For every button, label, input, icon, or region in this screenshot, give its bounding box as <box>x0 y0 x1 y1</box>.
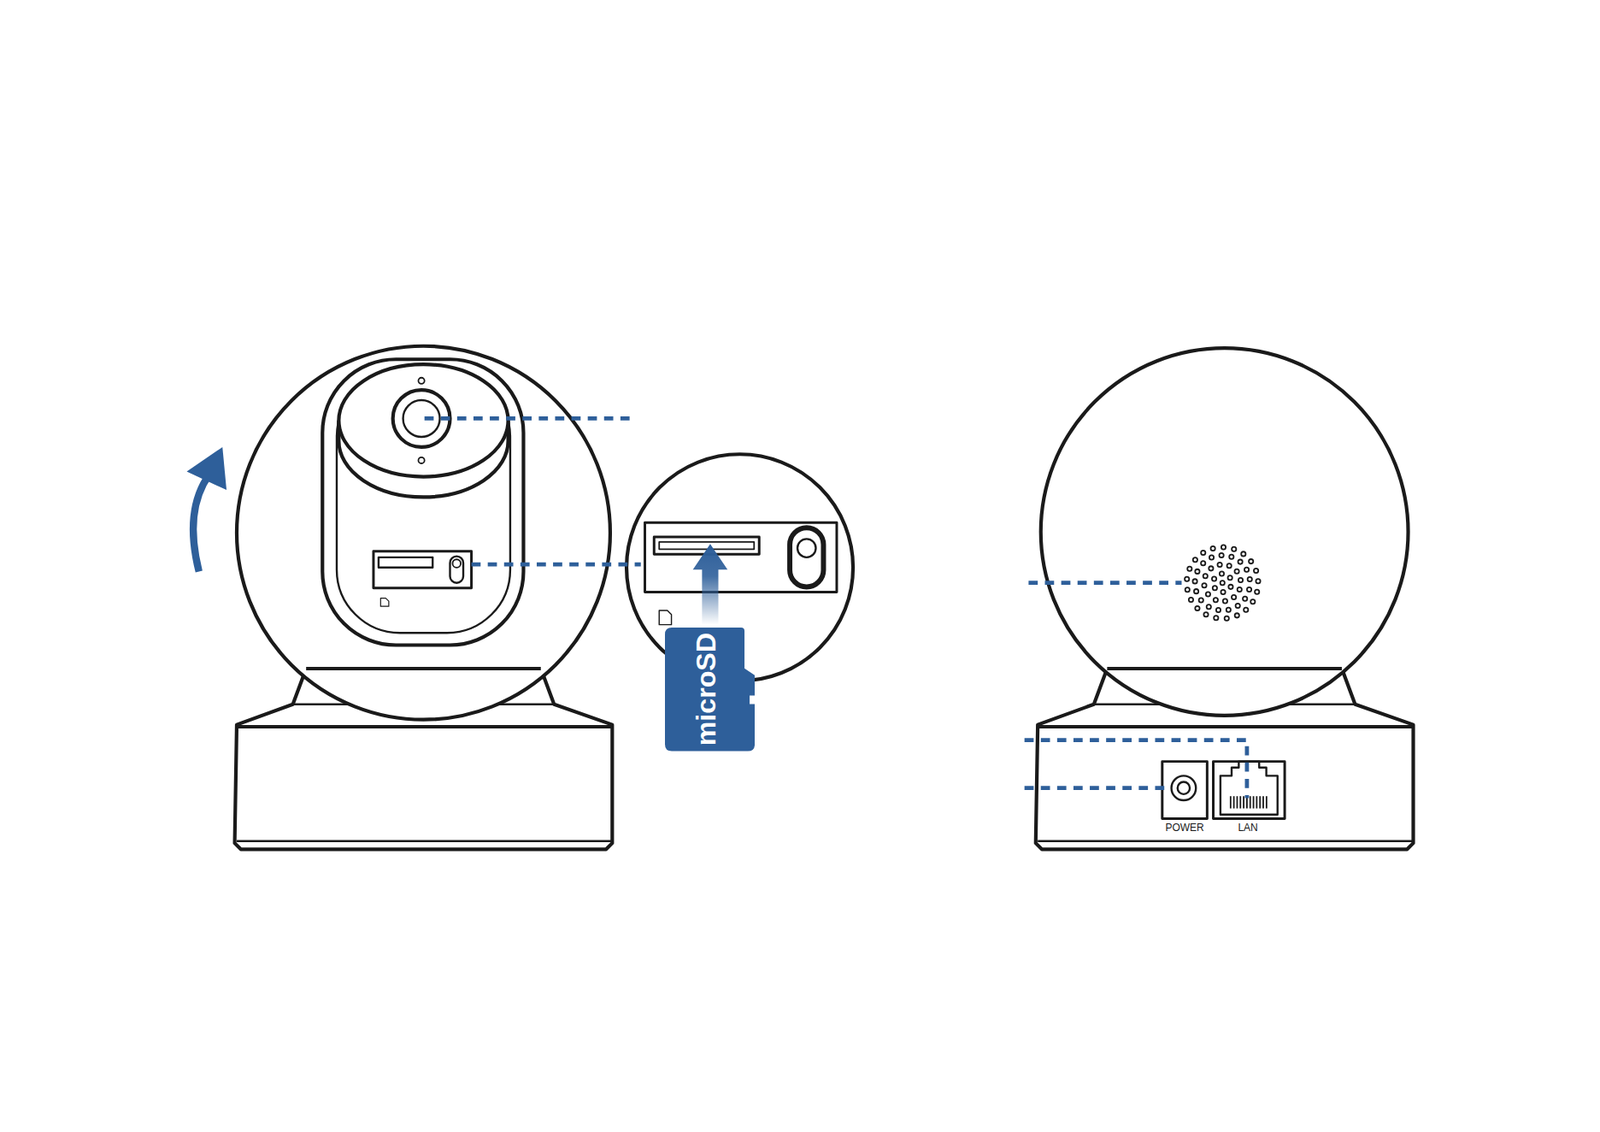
power-port <box>1162 761 1208 819</box>
port-label: LAN <box>1237 822 1258 833</box>
leader-lines <box>424 417 1248 798</box>
rotate-arrowhead <box>186 447 227 490</box>
speaker-grille <box>1184 544 1261 621</box>
microsd-card: microSD <box>664 627 755 751</box>
card-label: microSD <box>692 632 720 746</box>
front-camera <box>235 346 613 850</box>
rotate-arrow <box>193 474 210 571</box>
rear-camera <box>1035 347 1414 849</box>
insert-arrow <box>693 543 729 624</box>
port-label: POWER <box>1164 822 1204 833</box>
